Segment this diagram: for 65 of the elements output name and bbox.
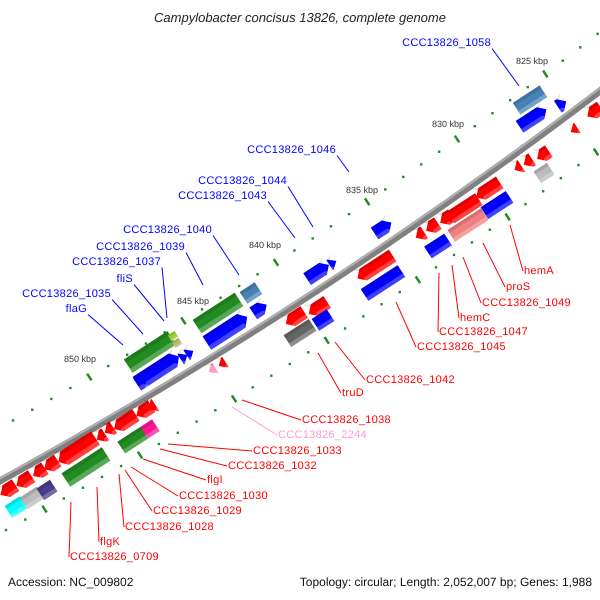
gene-label: hemA	[524, 264, 554, 278]
leader-line	[336, 155, 350, 172]
gene-label: hemC	[460, 312, 491, 324]
leader-line	[134, 284, 164, 322]
gene-label: truD	[342, 386, 364, 400]
leader-line	[142, 458, 206, 480]
leader-line	[482, 242, 506, 288]
leader-line	[130, 466, 178, 496]
leader-line	[124, 470, 152, 512]
gene-label: CCC13826_1044	[198, 174, 287, 188]
leader-line	[112, 299, 144, 334]
gene-label: flaG	[66, 302, 87, 316]
gene-label: CCC13826_1049	[482, 296, 571, 310]
leader-line	[186, 252, 204, 286]
leader-line	[268, 201, 296, 238]
leader-line	[232, 406, 278, 436]
leader-line	[288, 186, 314, 228]
tick-label: 850 kbp	[64, 354, 96, 364]
gene-label: proS	[506, 280, 530, 294]
leader-line	[438, 272, 440, 332]
gene-label: CCC13826_1043	[178, 190, 267, 202]
leader-line	[168, 444, 252, 452]
footer-note: Topology: circular; Length: 2,052,007 bp; Genes: 1,988	[300, 575, 592, 589]
leader-line	[396, 302, 416, 348]
leader-line	[68, 502, 72, 558]
gene-label: CCC13826_1038	[302, 414, 391, 426]
gene-label: CCC13826_1040	[123, 224, 212, 236]
gene-label: CCC13826_0709	[70, 550, 159, 564]
leader-line	[452, 264, 460, 318]
gene-label: CCC13826_1058	[402, 36, 491, 50]
gene-label: CCC13826_1028	[125, 520, 214, 534]
leader-line	[510, 224, 524, 272]
gene-label: CCC13826_1039	[96, 240, 185, 254]
tick-label: 835 kbp	[346, 184, 378, 196]
gene-label: flgK	[100, 536, 120, 548]
gene-label: CCC13826_1032	[228, 460, 317, 472]
leader-line	[462, 256, 482, 304]
leader-line	[162, 267, 168, 318]
gene-label: flgI	[207, 474, 223, 486]
footer-note: Accession: NC_009802	[8, 575, 134, 589]
gene-label: CCC13826_1047	[439, 326, 528, 338]
gene-label: fliS	[116, 272, 133, 286]
gene-label: CCC13826_1035	[22, 288, 111, 300]
tick-label: 845 kbp	[176, 296, 210, 306]
leader-line	[212, 235, 240, 276]
leader-line	[318, 352, 342, 394]
leader-line	[492, 48, 520, 86]
tick-label: 840 kbp	[248, 240, 282, 250]
tick-label: 825 kbp	[516, 56, 548, 66]
leader-line	[334, 342, 366, 380]
leader-line	[160, 448, 228, 466]
gene-label: CCC13826_1045	[417, 340, 506, 354]
gene-label: CCC13826_1046	[247, 144, 336, 156]
gene-label: CCC13826_2244	[278, 428, 367, 442]
leader-line	[88, 314, 124, 346]
leader-line	[118, 474, 124, 528]
tick-label: 830 kbp	[432, 118, 464, 130]
gene-label: CCC13826_1042	[366, 374, 455, 386]
leader-line	[96, 486, 100, 542]
gene-label: CCC13826_1030	[179, 490, 268, 502]
title: Campylobacter concisus 13826, complete genome	[154, 10, 446, 25]
gene-label: CCC13826_1033	[253, 444, 342, 458]
gene-label: CCC13826_1037	[72, 256, 161, 268]
leader-line	[242, 400, 302, 420]
gene-label: CCC13826_1029	[153, 504, 242, 518]
